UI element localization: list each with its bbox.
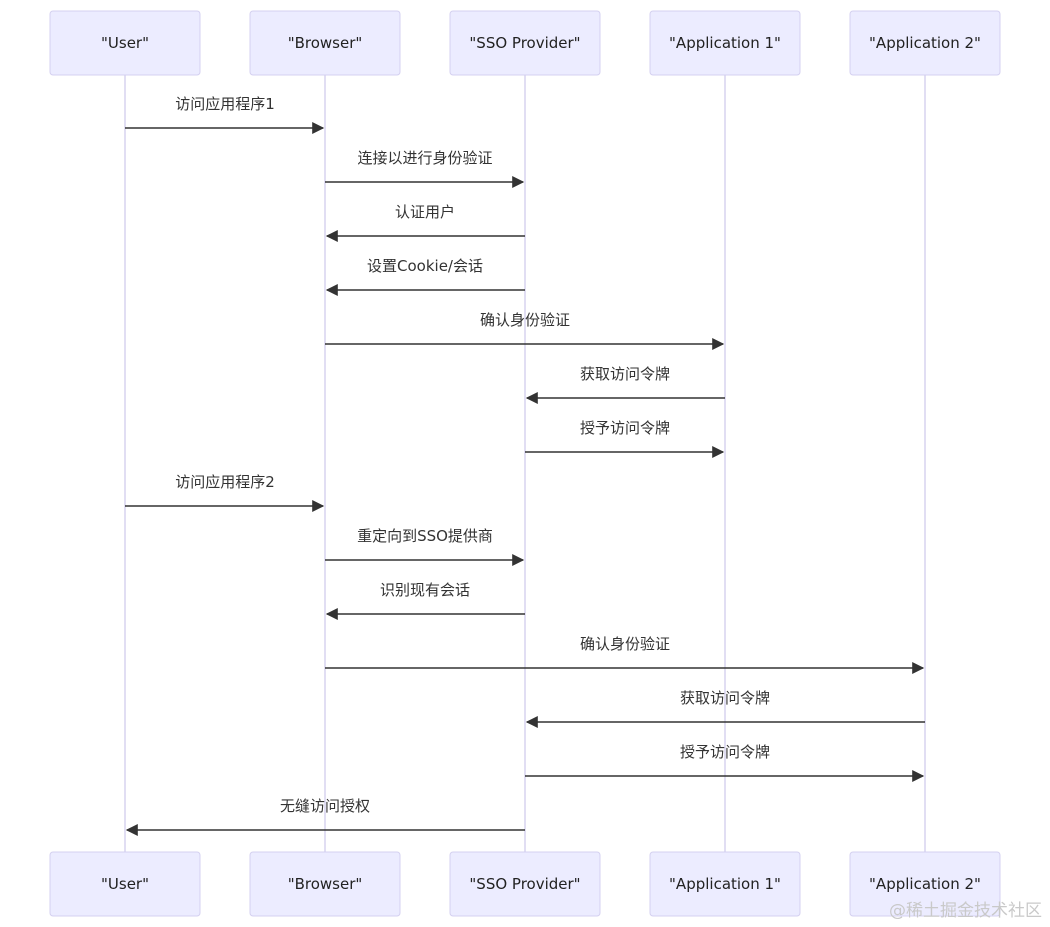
- message: 识别现有会话: [325, 581, 525, 620]
- message-label: 无缝访问授权: [280, 797, 370, 815]
- message-label: 确认身份验证: [480, 311, 570, 329]
- message-label: 获取访问令牌: [580, 365, 670, 383]
- actor-sso-bottom: "SSO Provider": [449, 851, 601, 917]
- message: 获取访问令牌: [525, 365, 725, 404]
- message-label: 授予访问令牌: [680, 743, 770, 761]
- message-label: 认证用户: [395, 203, 455, 221]
- actor-sso-top: "SSO Provider": [449, 10, 601, 76]
- actor-app1-top: "Application 1": [649, 10, 801, 76]
- actor-browser-bottom: "Browser": [249, 851, 401, 917]
- actor-user-top: "User": [49, 10, 201, 76]
- actor-label: "Application 2": [869, 875, 981, 893]
- actor-label: "Browser": [288, 875, 363, 893]
- message-label: 重定向到SSO提供商: [357, 527, 493, 545]
- message: 重定向到SSO提供商: [325, 527, 525, 566]
- message: 认证用户: [325, 203, 525, 242]
- message: 访问应用程序1: [125, 95, 325, 134]
- actor-label: "SSO Provider": [469, 34, 580, 52]
- actor-label: "SSO Provider": [469, 875, 580, 893]
- actor-box: [49, 10, 201, 76]
- actor-box: [49, 851, 201, 917]
- actor-box: [649, 10, 801, 76]
- actor-app1-bottom: "Application 1": [649, 851, 801, 917]
- actor-browser-top: "Browser": [249, 10, 401, 76]
- message-label: 确认身份验证: [580, 635, 670, 653]
- messages: 访问应用程序1连接以进行身份验证认证用户设置Cookie/会话确认身份验证获取访…: [125, 95, 925, 836]
- actor-label: "Application 2": [869, 34, 981, 52]
- message: 授予访问令牌: [525, 743, 925, 782]
- message-label: 识别现有会话: [380, 581, 470, 599]
- actor-box: [849, 10, 1001, 76]
- actor-box: [449, 10, 601, 76]
- message: 无缝访问授权: [125, 797, 525, 836]
- message: 获取访问令牌: [525, 689, 925, 728]
- actor-label: "User": [101, 34, 149, 52]
- actor-app2-bottom: "Application 2": [849, 851, 1001, 917]
- actor-box: [249, 851, 401, 917]
- message-label: 获取访问令牌: [680, 689, 770, 707]
- message-label: 授予访问令牌: [580, 419, 670, 437]
- actor-label: "Application 1": [669, 34, 781, 52]
- actor-app2-top: "Application 2": [849, 10, 1001, 76]
- message: 访问应用程序2: [125, 473, 325, 512]
- actor-user-bottom: "User": [49, 851, 201, 917]
- actor-box: [849, 851, 1001, 917]
- watermark-text: @稀土掘金技术社区: [889, 901, 1042, 921]
- message: 设置Cookie/会话: [325, 257, 525, 296]
- message-label: 访问应用程序2: [175, 473, 275, 491]
- message: 确认身份验证: [325, 635, 925, 674]
- message: 确认身份验证: [325, 311, 725, 350]
- lifelines: [124, 75, 926, 852]
- message-label: 设置Cookie/会话: [367, 257, 483, 275]
- actor-label: "User": [101, 875, 149, 893]
- actor-box: [649, 851, 801, 917]
- message: 授予访问令牌: [525, 419, 725, 458]
- message-label: 连接以进行身份验证: [357, 149, 492, 167]
- message: 连接以进行身份验证: [325, 149, 525, 188]
- message-label: 访问应用程序1: [175, 95, 275, 113]
- actor-label: "Application 1": [669, 875, 781, 893]
- actor-label: "Browser": [288, 34, 363, 52]
- actor-box: [449, 851, 601, 917]
- actor-box: [249, 10, 401, 76]
- actors-bottom: "User" "Browser" "SSO Provider" "Applicatio…: [49, 851, 1001, 917]
- actors-top: "User" "Browser" "SSO Provider" "Applicatio…: [49, 10, 1001, 76]
